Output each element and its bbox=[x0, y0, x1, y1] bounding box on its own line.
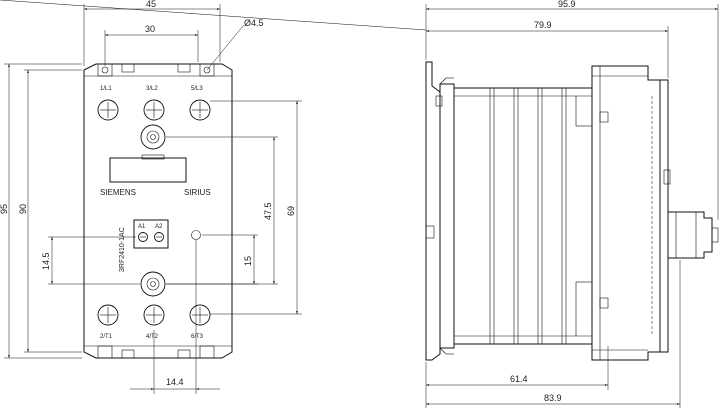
control-label-a2: A2 bbox=[155, 224, 163, 230]
center-screw-bottom bbox=[140, 271, 166, 297]
terminal-label-top-2: 3/L2 bbox=[146, 86, 158, 92]
dim-front-width: 45 bbox=[146, 0, 156, 9]
side-heatsink bbox=[453, 87, 593, 345]
center-screw-top bbox=[140, 124, 166, 150]
dim-side-depth-total: 95.9 bbox=[558, 0, 576, 9]
label-window bbox=[109, 157, 187, 183]
terminal-label-bottom-3: 6/T3 bbox=[191, 334, 204, 340]
side-mounting-plate bbox=[425, 61, 441, 361]
side-control-connector bbox=[667, 211, 713, 259]
side-front-housing bbox=[591, 65, 661, 361]
series-text: SIRIUS bbox=[184, 188, 211, 197]
terminal-label-top-1: 1/L1 bbox=[100, 86, 112, 92]
front-view: 1/L1 3/L2 5/L3 SIEMENS SIRIUS 3RF2410-1A… bbox=[0, 0, 302, 394]
side-cover bbox=[659, 79, 669, 353]
model-text: 3RF2410-1AC bbox=[119, 227, 126, 272]
dim-hole-diameter: Ø4.5 bbox=[244, 18, 264, 28]
dim-side-depth-upper: 79.9 bbox=[534, 20, 552, 30]
terminal-label-bottom-1: 2/T1 bbox=[100, 334, 113, 340]
terminal-label-top-3: 5/L3 bbox=[191, 86, 203, 92]
brand-text: SIEMENS bbox=[100, 188, 136, 197]
dim-control-offset-left: 14.5 bbox=[41, 252, 51, 270]
control-terminal-block bbox=[133, 219, 169, 249]
dim-control-offset-right: 15 bbox=[243, 256, 253, 266]
side-base bbox=[439, 83, 455, 349]
dim-side-depth-lower-2: 83.9 bbox=[544, 393, 562, 403]
dim-front-height: 95 bbox=[0, 204, 9, 214]
dim-bottom-spacing: 14.4 bbox=[166, 377, 184, 387]
dim-side-depth-lower-1: 61.4 bbox=[510, 374, 528, 384]
status-led bbox=[191, 230, 201, 240]
dim-center-vertical: 47.5 bbox=[263, 202, 273, 220]
dim-hole-spacing: 30 bbox=[145, 24, 155, 34]
control-label-a1: A1 bbox=[138, 224, 146, 230]
front-body-outline bbox=[83, 63, 233, 359]
dim-terminal-vertical: 69 bbox=[286, 206, 296, 216]
bottom-terminal-screws bbox=[97, 304, 211, 326]
terminal-label-bottom-2: 4/T2 bbox=[146, 334, 159, 340]
top-terminal-screws bbox=[97, 99, 211, 121]
dim-front-inner-height: 90 bbox=[18, 204, 28, 214]
